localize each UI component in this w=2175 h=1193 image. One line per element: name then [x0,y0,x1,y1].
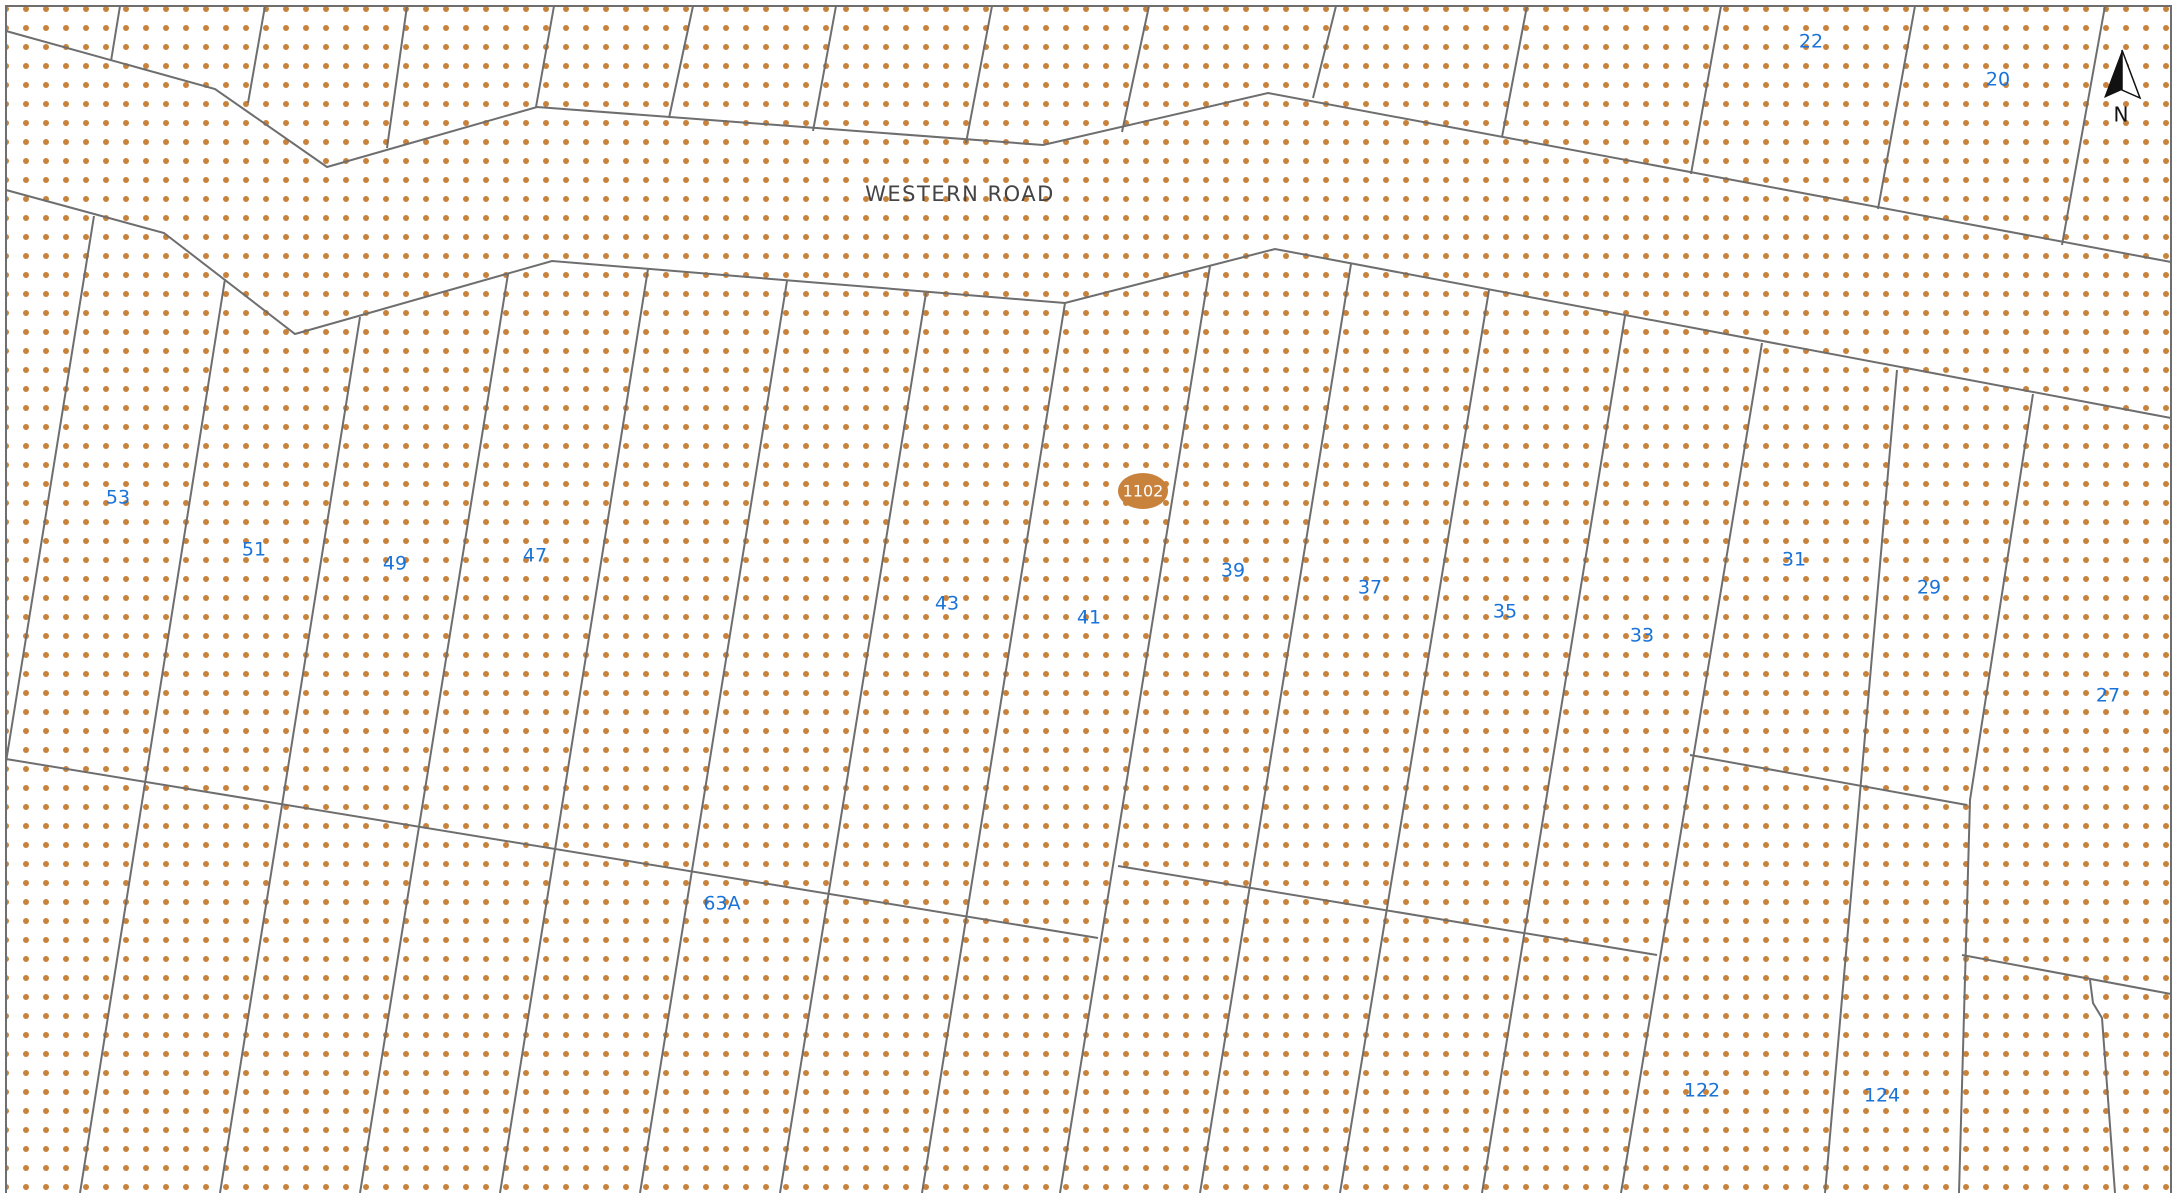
parcel-line [1059,265,1211,1193]
rear-boundary-line [1689,754,1968,806]
map-frame-border [5,5,2172,1193]
parcel-line [359,273,509,1193]
lot-number-label[interactable]: 27 [2096,685,2120,707]
parcel-line [1501,5,1528,138]
parcel-line [779,292,927,1193]
lot-number-label[interactable]: 22 [1799,31,1823,53]
lot-number-label[interactable]: 31 [1782,549,1806,571]
parcel-line [1958,393,2034,1193]
lot-number-label[interactable]: 53 [106,487,130,509]
rear-boundary-line [1117,865,1658,956]
lot-number-label[interactable]: 29 [1917,577,1941,599]
parcel-line [2061,5,2106,246]
parcel-dot-fill [6,6,2171,1193]
north-arrow-outline [2121,49,2142,100]
lot-number-label[interactable]: 35 [1493,601,1517,623]
parcel-line [965,5,993,144]
lot-number-label[interactable]: 122 [1684,1080,1720,1102]
lot-number-label[interactable]: 33 [1630,625,1654,647]
parcel-line [1199,263,1352,1193]
parcel-line [219,316,361,1193]
parcel-line [1877,5,1916,210]
lot-number-label[interactable]: 63A [703,893,740,915]
lot-number-label[interactable]: 37 [1358,577,1382,599]
parcel-line [1481,315,1626,1193]
lot-number-label[interactable]: 124 [1864,1085,1900,1107]
rear-boundary-line [1961,954,2172,995]
parcel-line [247,5,266,104]
north-arrow-icon [2104,50,2122,98]
building-icon [1118,473,1168,509]
parcel-line [2089,979,2116,1193]
lot-number-label[interactable]: 43 [935,593,959,615]
parcel-line [1121,5,1150,133]
parcel-line [1312,5,1337,99]
north-label: N [2114,103,2129,127]
road-label: WESTERN ROAD [865,182,1055,206]
parcel-line [812,5,837,132]
parcel-line [386,5,408,149]
building-number-label: 1102 [1123,482,1164,501]
parcel-line [1824,369,1898,1193]
parcel-line [5,215,95,763]
road-south-edge [5,189,2172,419]
parcel-line [639,280,788,1193]
lot-number-label[interactable]: 41 [1077,607,1101,629]
parcel-line [535,5,555,108]
building-marker[interactable]: 1102 [1118,473,1168,509]
parcel-line [1690,5,1722,175]
parcel-line [921,302,1066,1193]
parcel-line [79,278,226,1193]
lot-number-label[interactable]: 47 [523,545,547,567]
lot-number-label[interactable]: 20 [1986,69,2010,91]
parcel-line [110,5,121,62]
rear-boundary-line [5,758,1099,939]
lot-number-label[interactable]: 39 [1221,560,1245,582]
parcel-line [499,268,649,1193]
lot-number-label[interactable]: 51 [242,539,266,561]
parcel-line [668,5,694,119]
parcel-line [1339,289,1490,1193]
lot-number-label[interactable]: 49 [383,553,407,575]
parcel-line [1620,342,1763,1193]
north-arrow: N [2104,49,2142,127]
